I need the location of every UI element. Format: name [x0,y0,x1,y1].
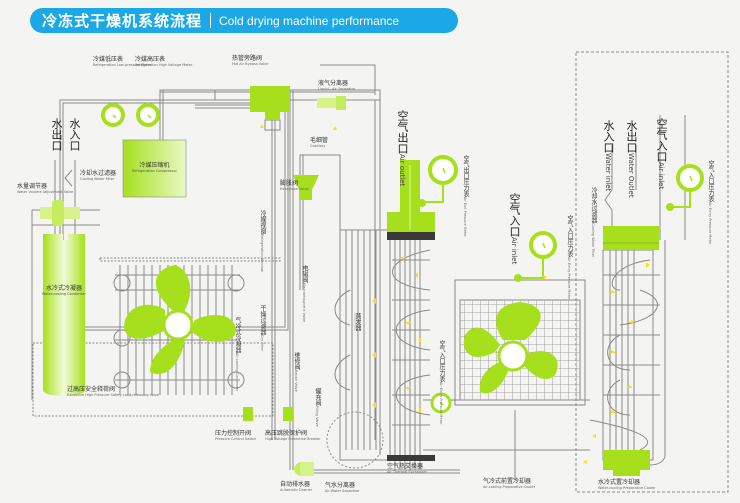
label-capillary: 毛细管 Capillary [310,137,329,148]
label-air-outlet: 空气出口Air outlet [396,110,409,187]
label-air-exit-pressure-meter: 空气出口压力表Air Exit Pressure Meter [462,155,469,237]
label-liquid-air-separator: 液气分离器 Liquid - Air Separator [318,80,356,91]
expansion-valve [293,175,319,200]
refrigerant-low-gauge [101,103,125,127]
precooler-fan [463,302,558,394]
label-air-cooled-condenser: 气冷式冷凝器Air-cooling Condenser [234,317,241,392]
label-water-outlet-right: 水出口Water Outlet [625,120,638,198]
heat-exchanger-tubes [334,229,431,470]
label-solenoid-valve: 电磁阀Electromagnetic Valve [301,265,308,323]
label-dry-filter: 干燥过滤器Dry Filter [259,305,266,351]
label-air-inlet-mid: 空气入口Air inlet [508,193,521,265]
label-air-entry-meter-right: 空气入口压力表Air Entry Pressure Meter [707,160,714,245]
label-water-volume-valve: 水量调节器 Water Volume Adjustment Valve [17,183,74,194]
label-hot-air-bypass: 热管旁路阀 Hot Air Bypass Valve [232,55,269,66]
label-cooling-water-filter-right: 冷却水过滤器Cooling Water Filter [590,187,597,258]
label-water-cooled-condenser: 水冷式冷凝器 Water-cooling Condenser [42,285,86,296]
label-refrigerant-low-meter: 冷媒低压表 Refrigeration Low-pressure Meter [93,56,152,67]
label-high-voltage-breaker: 高压跳脱保护阀 High Voltage Protective Breaker [265,430,321,441]
green-components [40,86,704,476]
automatic-drainer [300,462,314,476]
water-cooled-condenser [43,234,85,396]
label-water-inlet-right: 水入口Water inlet [602,120,615,192]
label-pressure-control-switch: 压力控制开阀 Pressure Control Switch [215,430,257,441]
label-refrigerant-window: 冷媒视窗Refrigeration Window [259,210,266,272]
label-water-inlet-left: 水入口 [68,118,81,151]
water-precooler-tubes [589,240,666,466]
air-water-separator-outline [326,411,384,469]
air-inlet-gauge-right [666,164,704,211]
liquid-air-separator [317,98,341,108]
water-precooler-head-left [603,226,631,250]
flow-arrows [260,124,650,464]
label-air-inlet-right: 空气入口Air inlet [655,118,668,190]
label-expansion-valve: 膨胀阀 Expansion Valve [280,180,309,191]
hot-air-bypass-valve [250,86,290,120]
title-zh: 冷冻式干燥机系统流程 [42,12,203,30]
label-filling-valve: 罐充阀Filling Valve [314,388,321,427]
title-banner: 冷冻式干燥机系统流程 Cold drying machine performan… [30,8,458,33]
label-high-pressure-relief: 过高压安全释荷阀 Excessive High Pressure Safety … [67,386,160,397]
heat-exchanger-band [387,232,435,240]
refrigerant-compressor [122,139,187,198]
air-exit-gauge [418,155,458,207]
title-en: Cold drying machine performance [219,13,400,28]
high-voltage-breaker [283,407,293,421]
water-precooler-head-right [631,226,659,250]
label-evaporator: 蒸发器 [354,313,361,331]
pressure-control-switch [243,407,253,421]
label-automatic-drainer: 自动排水器 Automatic Drainer [280,481,313,492]
label-air-entry-meter-mid: 空气入口压力表Air Entry Pressure Meter [566,215,573,300]
label-air-cooling-precooler: 气冷式前置冷却器 Air-cooling Preparative Cooler [483,478,536,489]
dotted-frame-left [32,342,274,417]
label-water-outlet-left: 水出口 [50,118,63,151]
label-water-cooling-precooler: 水冷式置冷却器 Water-cooling Preparative Cooler [598,479,656,490]
label-refrigerant-compressor: 冷媒压缩机 Refrigeration Compressor [132,162,177,173]
air-inlet-gauge-low [430,392,452,414]
dashed-frame-right [575,51,729,493]
title-divider [210,13,212,28]
label-air-thermal-exchanger: 空气热交换器 Air Thermal Exchanger [387,463,427,474]
water-precooler-base [603,450,650,476]
label-repair-valve: 维修阀Repair Valve [293,352,300,392]
air-inlet-gauge-mid [514,231,557,282]
air-condenser-fan [124,265,236,375]
refrigerant-high-gauge [136,103,160,127]
label-air-water-separator: 气水分离器 Air-Water Separator [325,482,360,493]
label-air-entry-meter-low: 空气入口压力表Air Entry Pressure Meter [438,340,445,425]
label-cooling-water-filter: 冷却水过滤器 Cooling Water Filter [80,170,117,181]
label-refrigerant-high-meter: 冷媒高压表 Refrigeration High Voltage Meter [135,56,193,67]
